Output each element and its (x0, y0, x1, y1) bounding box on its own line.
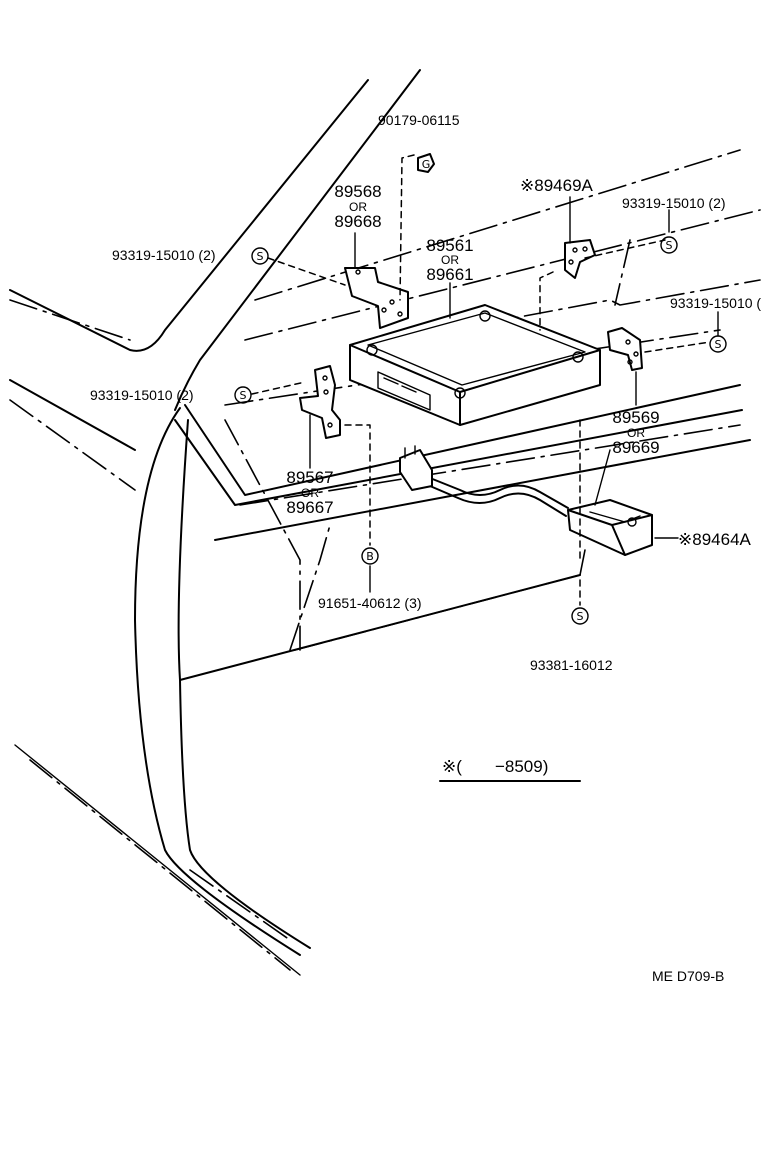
label-or-2: OR (441, 253, 459, 267)
phantom-line-8 (294, 574, 581, 651)
phantom-line-6 (239, 424, 741, 506)
screw-symbol-l1: S (251, 247, 269, 265)
leader-tr-screw (584, 239, 666, 259)
phantom-line-4 (9, 299, 131, 341)
panel-mid-edge (214, 439, 751, 541)
leader-r2-screw (644, 341, 711, 353)
label-93381-16012: 93381-16012 (530, 657, 613, 673)
label-89669: 89669 (612, 438, 659, 457)
label-89469a: ※89469A (520, 176, 594, 195)
phantom-line-2 (244, 209, 761, 341)
label-89661: 89661 (426, 265, 473, 284)
screw-symbol-tr: S (660, 236, 678, 254)
leader-lines (251, 154, 719, 606)
label-90179-06115: 90179-06115 (378, 112, 460, 128)
applicability-note: ※( −8509) (442, 757, 548, 776)
svg-text:S: S (577, 610, 584, 623)
phantom-line-11 (224, 419, 301, 651)
fastener-symbols: S S S S B S G (234, 158, 727, 625)
label-89667: 89667 (286, 498, 333, 517)
svg-text:S: S (666, 239, 673, 252)
label-89668: 89668 (334, 212, 381, 231)
label-93319-top-right: 93319-15010 (2) (622, 195, 726, 211)
bracket-89569 (607, 327, 643, 371)
leader-bolt (344, 424, 371, 546)
bracket-89469a (564, 239, 596, 279)
svg-text:S: S (715, 338, 722, 351)
screw-symbol-l2: S (234, 386, 252, 404)
leader-l1-screw (267, 257, 346, 286)
diagram-reference: ME D709-B (652, 968, 724, 984)
leader-89469a-dash (539, 271, 554, 331)
label-or-4: OR (301, 486, 319, 500)
phantom-line-1 (254, 149, 741, 301)
pillar-line-outer (9, 79, 369, 352)
phantom-line-13 (579, 549, 586, 576)
leader-nut (399, 154, 415, 301)
panel-upper-edge-2 (174, 409, 743, 506)
ecu-box (349, 304, 601, 426)
sensor-89464a (567, 499, 653, 556)
body-outline (9, 69, 761, 976)
panel-curve-inner (177, 419, 311, 949)
label-89568: 89568 (334, 182, 381, 201)
svg-text:B: B (366, 550, 374, 563)
bracket-89567 (299, 365, 341, 439)
bolt-symbol: B (361, 547, 379, 565)
wire-harness (399, 445, 569, 517)
phantom-line-7 (289, 524, 331, 651)
label-93319-left-upper: 93319-15010 (2) (112, 247, 216, 263)
nut-90179 (417, 153, 435, 173)
phantom-line-14 (29, 759, 291, 971)
svg-text:S: S (240, 389, 247, 402)
leader-l2-screw (251, 381, 306, 395)
svg-text:G: G (422, 158, 431, 171)
label-or-1: OR (349, 200, 367, 214)
label-or-3: OR (627, 426, 645, 440)
svg-text:S: S (257, 250, 264, 263)
pillar-line-inner (174, 69, 421, 411)
screw-symbol-bottom: S (571, 607, 589, 625)
screw-symbol-r2: S (709, 335, 727, 353)
label-91651-40612: 91651-40612 (3) (318, 595, 422, 611)
floor-line (14, 744, 301, 976)
dash-edge-left (9, 379, 136, 451)
label-89567: 89567 (286, 468, 333, 487)
label-89561: 89561 (426, 236, 473, 255)
leader-89669 (594, 449, 611, 506)
part-labels: 90179-06115 89568 OR 89668 ※89469A 93319… (90, 112, 761, 984)
panel-curve-left (134, 407, 301, 956)
phantom-line-9 (9, 399, 136, 491)
phantom-line-12 (614, 239, 631, 306)
label-89464a: ※89464A (678, 530, 752, 549)
label-93319-right: 93319-15010 ( (670, 295, 761, 311)
panel-upper-edge (184, 384, 741, 496)
phantom-line-10 (189, 869, 291, 941)
bracket-89568 (344, 267, 409, 329)
nut-symbol: G (422, 158, 431, 171)
label-93319-left-lower: 93319-15010 (2) (90, 387, 194, 403)
label-89569: 89569 (612, 408, 659, 427)
